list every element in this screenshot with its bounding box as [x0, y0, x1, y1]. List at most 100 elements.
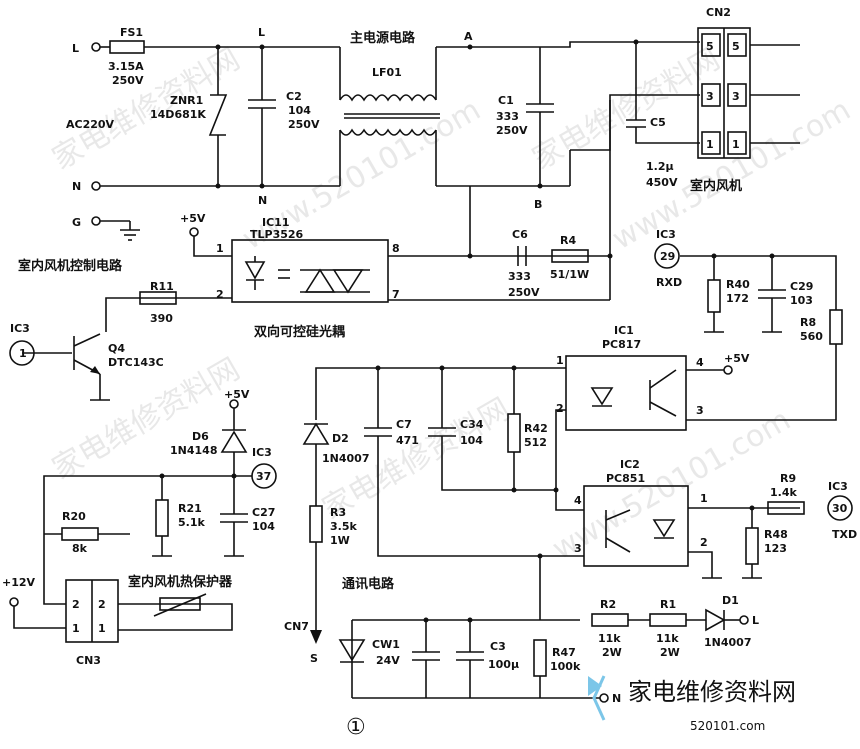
node-n: N [258, 194, 267, 207]
diagram-title: 主电源电路 [350, 30, 416, 46]
node-n-low: N [612, 692, 621, 705]
component-label: 1 [700, 492, 708, 505]
component-label: 104 [460, 434, 483, 447]
component-label: 7 [392, 288, 400, 301]
component-label: 1.2μ [646, 160, 674, 173]
component-label: 2W [602, 646, 622, 659]
label-ic3-txd: IC3 [828, 480, 848, 493]
watermark-text: 家电维修资料网 [47, 352, 246, 487]
component-label: 8k [72, 542, 88, 555]
component-label: 1 [98, 622, 106, 635]
resistor-r9 [767, 501, 805, 515]
component-label: 3 [706, 90, 714, 103]
component-label: 5.1k [178, 516, 205, 529]
component-label: 1 [556, 354, 564, 367]
component-label: 2 [98, 598, 106, 611]
label-r20: R20 [62, 510, 86, 523]
label-r21: R21 [178, 502, 202, 515]
node-n-in: N [72, 180, 81, 193]
choke-lf01 [339, 94, 437, 102]
component-label: 390 [150, 312, 173, 325]
component-label: 250V [496, 124, 528, 137]
label-lf01: LF01 [372, 66, 402, 79]
component-label: 3.15A [108, 60, 144, 73]
label-d1: D1 [722, 594, 739, 607]
component-label: 37 [256, 470, 271, 483]
component-label: 3 [574, 542, 582, 555]
component-label: 1N4007 [704, 636, 751, 649]
component-label: 100μ [488, 658, 519, 671]
component-label: 1W [330, 534, 350, 547]
component-label: 4 [696, 356, 704, 369]
component-label: 250V [288, 118, 320, 131]
node-5v-b: +5V [724, 352, 750, 365]
component-label: 30 [832, 502, 848, 515]
label-r2: R2 [600, 598, 616, 611]
comm-label: 通讯电路 [342, 576, 395, 592]
component-label: TLP3526 [250, 228, 304, 241]
label-c29: C29 [790, 280, 813, 293]
optocoupler-ic2 [583, 485, 689, 567]
label-txd: TXD [832, 528, 857, 541]
resistor-r21 [155, 499, 169, 537]
label-ic2: IC2 [620, 458, 640, 471]
node-12v: +12V [2, 576, 36, 589]
component-label: 333 [508, 270, 531, 283]
label-r8: R8 [800, 316, 816, 329]
component-label: 100k [550, 660, 581, 673]
resistor-r47 [533, 639, 547, 677]
component-label: 3 [732, 90, 740, 103]
node-a: A [464, 30, 473, 43]
label-cn7: CN7 [284, 620, 309, 633]
component-label: 560 [800, 330, 823, 343]
resistor-r20 [61, 527, 99, 541]
resistor-r4 [551, 249, 589, 263]
label-c2: C2 [286, 90, 302, 103]
label-r4: R4 [560, 234, 576, 247]
label-r40: R40 [726, 278, 750, 291]
label-ic3-q4: IC3 [10, 322, 30, 335]
label-cn3: CN3 [76, 654, 101, 667]
resistor-r8 [829, 309, 843, 345]
label-r1: R1 [660, 598, 676, 611]
component-label: 1N4007 [322, 452, 369, 465]
comm-circuit [302, 355, 853, 703]
component-label: 1.4k [770, 486, 797, 499]
label-cw1: CW1 [372, 638, 400, 651]
label-c7: C7 [396, 418, 412, 431]
component-label: 1 [706, 138, 714, 151]
thermal-circuit [9, 399, 277, 643]
logo-text: 家电维修资料网 [628, 678, 796, 706]
optotriac-ic11 [231, 239, 389, 303]
resistor-r2 [591, 613, 629, 627]
fan-control-label: 室内风机控制电路 [18, 258, 123, 274]
component-label: 250V [508, 286, 540, 299]
watermark-text: 家电维修资料网 [47, 42, 246, 177]
label-cn2: CN2 [706, 6, 731, 19]
label-d6: D6 [192, 430, 209, 443]
component-label: 2 [556, 402, 564, 415]
thermal-label: 室内风机热保护器 [128, 574, 233, 590]
fuse-fs1 [109, 40, 145, 54]
component-label: 24V [376, 654, 400, 667]
component-label: 51/1W [550, 268, 589, 281]
component-label: 3.5k [330, 520, 357, 533]
label-ic11: IC11 [262, 216, 289, 229]
component-label: 11k [656, 632, 679, 645]
component-label: 172 [726, 292, 749, 305]
label-r11: R11 [150, 280, 174, 293]
component-label: 250V [112, 74, 144, 87]
fan-label: 室内风机 [690, 178, 742, 194]
figure-number: ① [346, 715, 366, 740]
component-label: 1 [732, 138, 740, 151]
component-label: 104 [252, 520, 275, 533]
component-label: 1 [19, 347, 27, 360]
component-label: PC851 [606, 472, 645, 485]
component-label: 512 [524, 436, 547, 449]
node-b: B [534, 198, 542, 211]
label-rxd: RXD [656, 276, 682, 289]
label-r42: R42 [524, 422, 548, 435]
component-label: 471 [396, 434, 419, 447]
label-znr1: ZNR1 [170, 94, 203, 107]
